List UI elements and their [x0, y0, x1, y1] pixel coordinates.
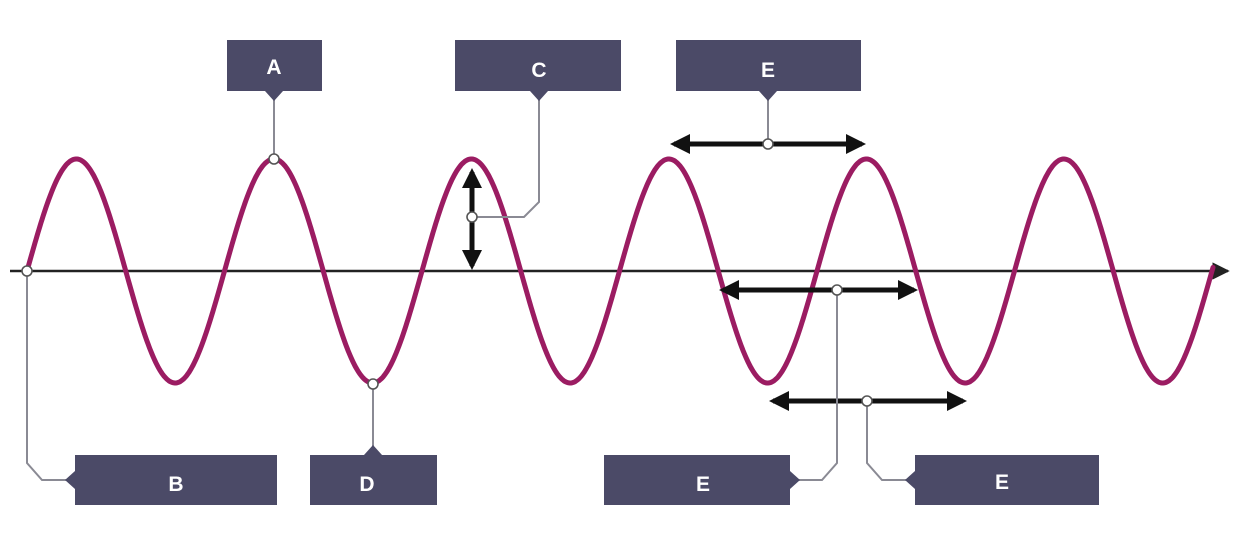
label-e-top-text: E	[761, 59, 775, 82]
label-b: B	[65, 455, 277, 505]
label-c: C	[455, 40, 621, 101]
wavelength-marker-bottom	[861, 395, 873, 407]
label-c-text: C	[531, 59, 546, 82]
label-e-bottom-right: E	[905, 455, 1099, 505]
leader-line-e-bottom-right	[866, 401, 910, 481]
leader-line-e-bottom-left	[795, 290, 838, 481]
label-a: A	[227, 40, 322, 101]
amplitude-marker	[466, 211, 478, 223]
label-e-bottom-left-text: E	[696, 473, 710, 496]
leader-line-c	[472, 96, 540, 218]
sine-wave	[24, 156, 1216, 386]
crest-marker	[268, 153, 280, 165]
label-e-bottom-right-text: E	[995, 471, 1009, 494]
leader-line-b	[26, 271, 70, 481]
label-b-text: B	[168, 473, 183, 496]
label-e-top: E	[676, 40, 861, 101]
origin-marker	[21, 265, 33, 277]
label-d: D	[310, 445, 437, 505]
wavelength-marker-top	[762, 138, 774, 150]
wavelength-marker-middle	[831, 284, 843, 296]
label-e-bottom-left: E	[604, 455, 800, 505]
label-a-text: A	[266, 56, 281, 79]
trough-marker	[367, 378, 379, 390]
label-d-text: D	[359, 473, 374, 496]
